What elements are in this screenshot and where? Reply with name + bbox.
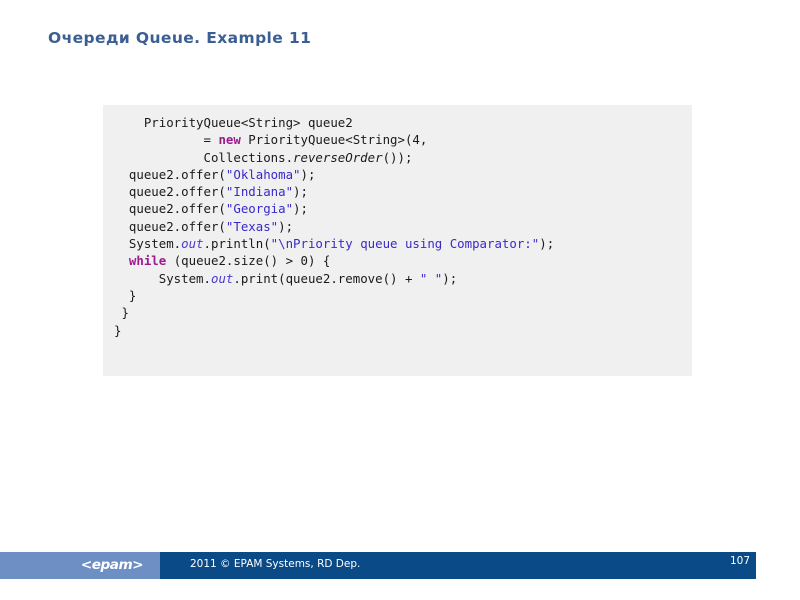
code-token-plain: System.	[114, 236, 182, 252]
code-line: queue2.offer("Indiana");	[114, 183, 692, 200]
code-line: PriorityQueue<String> queue2	[114, 114, 692, 131]
code-token-plain: System.	[114, 270, 211, 286]
code-line: queue2.offer("Oklahoma");	[114, 166, 692, 183]
code-token-plain	[114, 253, 129, 268]
code-token-string: "\nPriority queue using Comparator:"	[270, 236, 540, 252]
epam-logo: <epam>	[80, 558, 144, 573]
code-token-plain: (queue2.size() > 0) {	[166, 253, 331, 269]
code-token-plain: Collections.	[114, 149, 294, 165]
code-token-plain: );	[300, 166, 316, 182]
code-token-plain: .println(	[203, 236, 271, 252]
code-token-plain: );	[539, 236, 555, 252]
code-line: }	[114, 322, 692, 339]
code-listing: PriorityQueue<String> queue2 = new Prior…	[103, 114, 692, 339]
code-token-plain: queue2.offer(	[114, 166, 226, 182]
code-token-keyword: new	[218, 132, 241, 148]
code-token-plain: =	[114, 132, 219, 148]
code-token-plain: queue2.offer(	[114, 184, 226, 200]
code-token-plain: }	[114, 287, 137, 303]
code-token-keyword: while	[128, 253, 167, 269]
code-token-plain: );	[293, 184, 308, 200]
code-token-plain: PriorityQueue<String>(4,	[240, 132, 428, 148]
code-token-plain: );	[442, 270, 458, 286]
code-token-plain: }	[114, 322, 122, 338]
code-line: queue2.offer("Georgia");	[114, 200, 692, 217]
footer: <epam> 2011 © EPAM Systems, RD Dep.	[0, 552, 800, 579]
code-token-plain: );	[278, 218, 294, 234]
code-token-method: reverseOrder	[293, 149, 383, 165]
code-line: while (queue2.size() > 0) {	[114, 252, 692, 269]
code-token-plain: }	[114, 305, 129, 321]
code-token-plain: ());	[382, 149, 413, 165]
footer-bar	[160, 552, 756, 579]
code-block: PriorityQueue<String> queue2 = new Prior…	[103, 105, 692, 376]
code-line: = new PriorityQueue<String>(4,	[114, 131, 692, 148]
code-token-plain: queue2.offer(	[114, 201, 226, 217]
code-token-plain: .print(queue2.remove() +	[233, 270, 420, 286]
code-line: Collections.reverseOrder());	[114, 149, 692, 166]
code-line: }	[114, 287, 692, 304]
code-token-field: out	[210, 270, 234, 286]
code-line: }	[114, 304, 692, 321]
code-token-string: "Georgia"	[225, 201, 294, 217]
code-token-string: "Texas"	[225, 218, 279, 234]
code-token-plain: );	[293, 201, 308, 217]
code-token-string: " "	[419, 270, 443, 286]
code-token-plain: PriorityQueue<String> queue2	[114, 115, 353, 130]
code-token-field: out	[181, 236, 204, 252]
footer-copyright: 2011 © EPAM Systems, RD Dep.	[190, 558, 361, 570]
code-line: System.out.print(queue2.remove() + " ");	[114, 270, 692, 287]
code-line: System.out.println("\nPriority queue usi…	[114, 235, 692, 252]
page-number: 107	[730, 555, 751, 567]
code-token-plain: queue2.offer(	[114, 218, 226, 234]
page-title: Очереди Queue. Example 11	[48, 29, 312, 47]
code-line: queue2.offer("Texas");	[114, 218, 692, 235]
footer-logo-band	[0, 552, 160, 579]
code-token-string: "Indiana"	[225, 184, 294, 200]
code-token-string: "Oklahoma"	[225, 166, 301, 182]
